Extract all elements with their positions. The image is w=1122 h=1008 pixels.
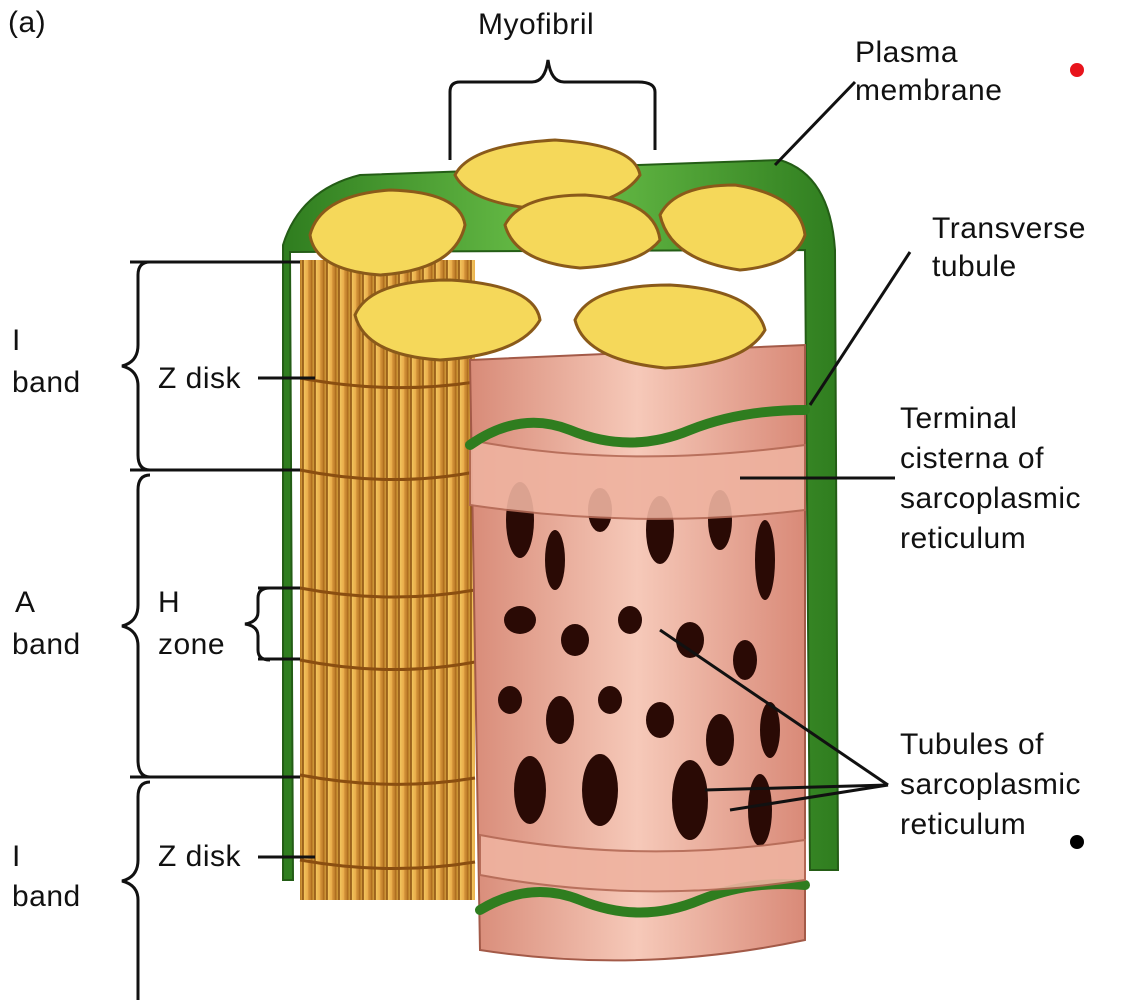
h-zone-brace (245, 588, 270, 660)
h-zone-label-1: H (158, 586, 180, 619)
tubules-sr-label-1: Tubules of (900, 728, 1044, 761)
tubules-sr-label-2: sarcoplasmic (900, 768, 1081, 801)
i-band-bottom-brace (122, 782, 150, 1000)
i-band-top-brace (122, 262, 150, 470)
i-band-top-label-2: band (12, 366, 81, 399)
terminal-cisterna-label-4: reticulum (900, 522, 1026, 555)
terminal-cisterna-label-2: cisterna of (900, 442, 1044, 475)
tubules-sr-label-3: reticulum (900, 808, 1026, 841)
i-band-top-label-1: I (12, 324, 21, 357)
black-marker (1070, 835, 1084, 849)
terminal-cisterna-label-3: sarcoplasmic (900, 482, 1081, 515)
red-marker (1070, 63, 1084, 77)
i-band-bottom-label-1: I (12, 840, 21, 873)
myofibril-label: Myofibril (478, 8, 594, 41)
transverse-tubule-label-1: Transverse (932, 212, 1086, 245)
panel-label: (a) (8, 6, 46, 39)
plasma-membrane-label-1: Plasma (855, 36, 958, 69)
terminal-cisterna-label-1: Terminal (900, 402, 1017, 435)
z-disk-bottom-label: Z disk (158, 840, 242, 873)
h-zone-label-2: zone (158, 628, 225, 661)
plasma-membrane-label-2: membrane (855, 74, 1002, 107)
a-band-label-2: band (12, 628, 81, 661)
a-band-label-1: A (15, 586, 36, 619)
i-band-bottom-label-2: band (12, 880, 81, 913)
a-band-brace (122, 475, 150, 777)
transverse-tubule-label-2: tubule (932, 250, 1017, 283)
z-disk-top-label: Z disk (158, 362, 242, 395)
